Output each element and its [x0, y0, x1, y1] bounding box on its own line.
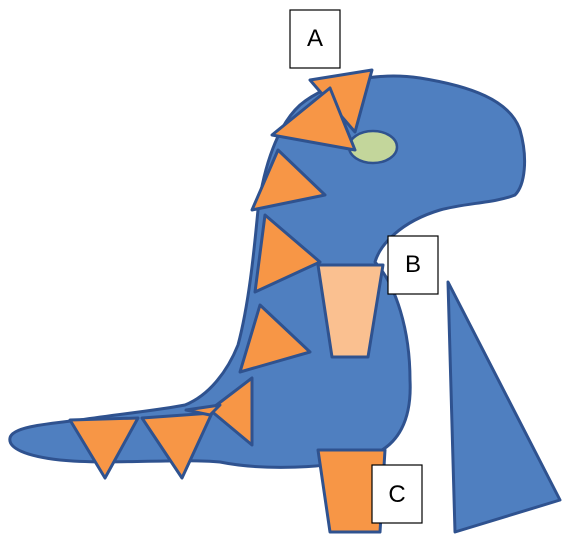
neck-trapezoid: [316, 263, 385, 359]
spike-tail-2: [140, 411, 214, 480]
label-c: C: [371, 464, 423, 524]
spike-neck-2: [253, 213, 322, 294]
spike-top-b: [270, 86, 357, 152]
eye: [347, 129, 399, 165]
label-a-text: A: [307, 25, 323, 52]
label-b: B: [387, 235, 439, 295]
back-spikes: [68, 68, 374, 480]
label-c-text: C: [388, 481, 405, 508]
spike-back: [238, 303, 312, 374]
label-b-text: B: [405, 251, 421, 278]
spike-hip: [208, 376, 254, 447]
label-a: A: [289, 9, 341, 69]
spike-tail-hip: [184, 403, 222, 417]
separate-triangle: [446, 280, 562, 534]
spike-tail-1: [68, 416, 140, 480]
spike-neck-1: [250, 148, 327, 212]
leg-trapezoid: [316, 448, 387, 534]
